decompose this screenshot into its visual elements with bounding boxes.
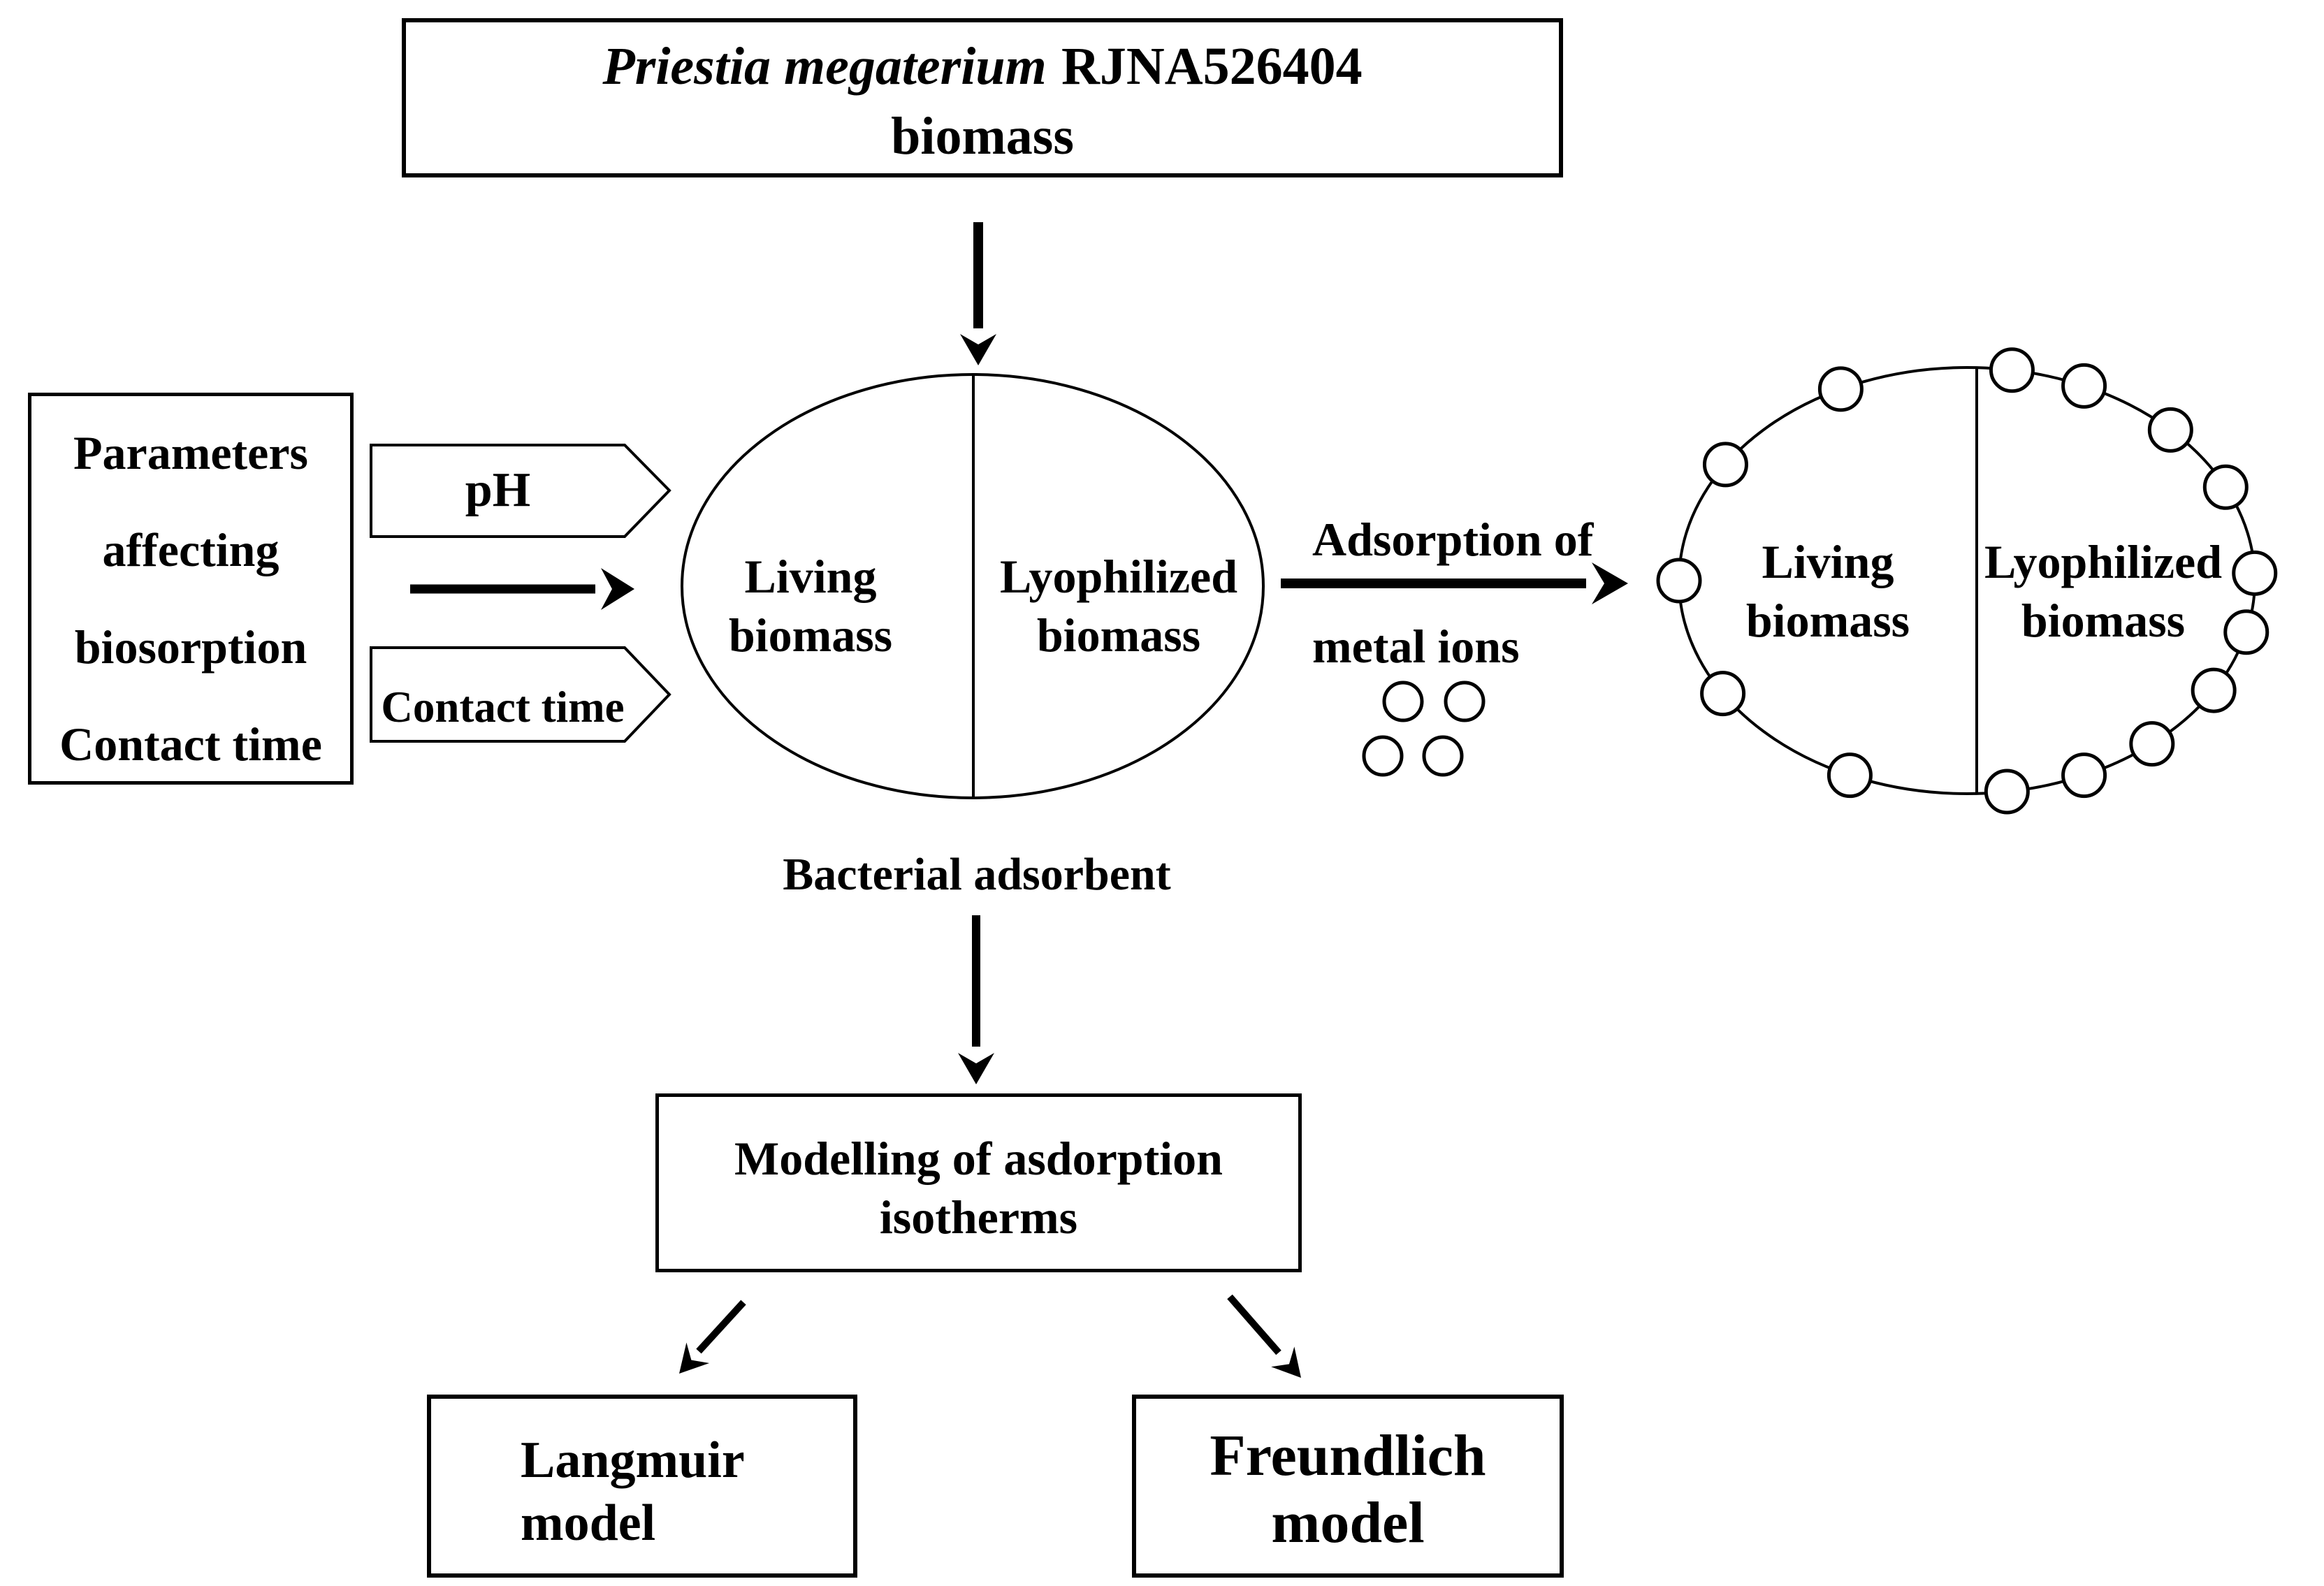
- metal-ion-circle: [2223, 609, 2269, 655]
- living-line-2: biomass: [1745, 594, 1910, 647]
- modelling-line-2: isotherms: [879, 1191, 1078, 1244]
- living-line-1: Living: [744, 550, 877, 603]
- metal-ion-circle: [1700, 671, 1746, 717]
- modelling-line-1: Modelling of asdorption: [734, 1132, 1223, 1185]
- metal-ion-circle: [2061, 363, 2107, 409]
- metal-ion-circle: [2129, 721, 2175, 767]
- species-name: Priestia megaterium: [602, 37, 1047, 96]
- adsorbed-metal-ions: [1656, 347, 2278, 815]
- langmuir-model-box: Langmuir model: [427, 1395, 857, 1578]
- freundlich-line-1: Freundlich: [1210, 1423, 1486, 1488]
- bacterial-adsorbent-caption: Bacterial adsorbent: [783, 849, 1171, 900]
- living-biomass-label-right: Living biomass: [1688, 532, 1968, 650]
- metal-ion-circle: [1362, 735, 1404, 777]
- living-biomass-label-center: Living biomass: [671, 547, 950, 664]
- parameters-box: Parameters affecting biosorption Contact…: [28, 393, 354, 785]
- arrow-adsorption: [1281, 562, 1628, 604]
- freundlich-line-2: model: [1271, 1490, 1425, 1555]
- metal-ion-circle: [1984, 769, 2030, 815]
- strain-id: RJNA526404: [1061, 37, 1363, 96]
- lyophilized-line-1: Lyophilized: [1984, 535, 2223, 588]
- arrow-to-langmuir: [679, 1300, 746, 1374]
- living-line-2: biomass: [728, 609, 893, 662]
- contact-time-arrow-tag: [370, 646, 671, 743]
- metal-ion-circle: [1656, 558, 1702, 604]
- langmuir-line-1: Langmuir: [521, 1432, 745, 1489]
- modelling-box: Modelling of asdorption isotherms: [655, 1093, 1302, 1272]
- lyophilized-line-1: Lyophilized: [999, 550, 1238, 603]
- arrow-ellipse-to-modelling: [958, 915, 994, 1084]
- metal-ion-circle: [2202, 464, 2249, 510]
- parameters-line-3: biosorption: [74, 620, 307, 674]
- title-line-2: biomass: [891, 107, 1074, 166]
- lyophilized-biomass-label-right: Lyophilized biomass: [1953, 532, 2253, 650]
- ph-label: pH: [465, 463, 531, 517]
- metal-ion-circle: [1826, 752, 1873, 799]
- metal-ion-circle: [1989, 347, 2035, 393]
- metal-ion-circle: [1382, 681, 1424, 722]
- ph-arrow-tag: [370, 444, 671, 538]
- metal-ion-circle: [2191, 667, 2237, 713]
- adsorption-label-line-2: metal ions: [1312, 620, 1520, 673]
- parameters-line-4: Contact time: [59, 717, 322, 771]
- metal-ion-circle: [1817, 366, 1864, 412]
- arrow-params-to-ellipse: [410, 568, 634, 610]
- contact-time-label: Contact time: [381, 683, 625, 732]
- metal-ion-circle: [1422, 735, 1464, 777]
- free-metal-ions: [1362, 681, 1486, 777]
- langmuir-line-2: model: [521, 1494, 656, 1552]
- lyophilized-line-2: biomass: [2021, 594, 2186, 647]
- freundlich-model-box: Freundlich model: [1132, 1395, 1564, 1578]
- metal-ion-circle: [1702, 442, 1748, 488]
- lyophilized-line-2: biomass: [1036, 609, 1201, 662]
- lyophilized-biomass-label-center: Lyophilized biomass: [968, 547, 1269, 664]
- arrow-title-to-ellipse: [960, 222, 996, 365]
- parameters-line-2: affecting: [102, 523, 279, 576]
- metal-ion-circle: [2061, 752, 2107, 799]
- metal-ion-circle: [2232, 550, 2278, 596]
- arrow-to-freundlich: [1227, 1294, 1301, 1378]
- metal-ion-circle: [2147, 407, 2193, 453]
- living-line-1: Living: [1762, 535, 1894, 588]
- parameters-line-1: Parameters: [73, 425, 308, 479]
- adsorption-label-line-1: Adsorption of: [1312, 513, 1594, 566]
- metal-ion-circle: [1444, 681, 1486, 722]
